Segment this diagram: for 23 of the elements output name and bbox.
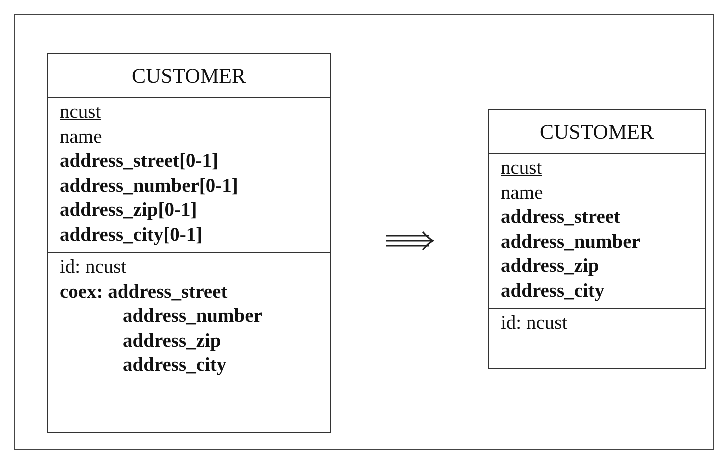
attribute-name: address_street [501,206,621,230]
attribute-name: name [60,126,102,150]
constraint-text: address_zip [122,330,222,354]
attribute-name: address_zip[0-1] [60,199,198,223]
constraint-text: coex: address_street [60,280,228,304]
entity-name: CUSTOMER [540,119,654,145]
entity-name: CUSTOMER [132,63,246,89]
attribute-name: ncust [501,157,542,181]
attribute-name: ncust [60,101,102,125]
constraint-text: address_number [122,305,262,329]
attribute-name: address_number [501,230,640,254]
attribute-name: address_number[0-1] [60,174,238,198]
attribute-name: address_city [501,280,605,304]
attribute-name: address_street[0-1] [60,150,218,174]
constraint-text: address_city [122,354,227,378]
implication-arrow [385,231,434,251]
attribute-name: address_zip [501,255,600,279]
attribute-name: name [501,182,544,206]
constraint-text: id: ncust [501,312,568,336]
entity-box [488,109,706,369]
constraint-text: id: ncust [60,256,127,280]
entity-box [47,53,331,433]
attribute-name: address_city[0-1] [60,224,203,248]
